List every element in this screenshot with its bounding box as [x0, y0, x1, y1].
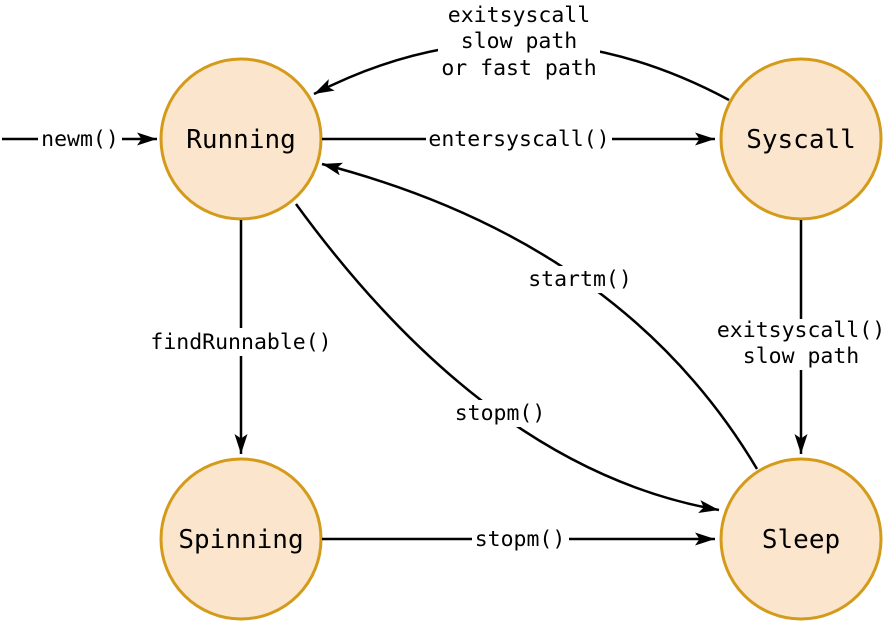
- edge-label-text: slow path: [743, 344, 860, 369]
- node-running-circle: [159, 57, 323, 221]
- edges-layer: [2, 41, 808, 546]
- edge-label-startm: startm(): [525, 266, 635, 293]
- node-spinning-circle: [159, 457, 323, 621]
- edge-label-text: or fast path: [441, 56, 596, 81]
- edge-label-text: startm(): [528, 267, 632, 292]
- edge-label-background: [452, 400, 549, 427]
- edge-label-background: [525, 266, 635, 293]
- edge-label-background: [426, 126, 612, 152]
- edge-label-text: findRunnable(): [150, 330, 331, 355]
- edge-label-text: exitsyscall(): [717, 318, 885, 343]
- edge-label-background: [714, 319, 888, 370]
- node-spinning-label: Spinning: [178, 525, 303, 555]
- node-running-label: Running: [186, 125, 296, 155]
- edge-label-background: [148, 328, 334, 356]
- edge-label-entersyscall: entersyscall(): [426, 126, 612, 152]
- edge-label-background: [38, 126, 122, 152]
- edge-label-findrunnable: findRunnable(): [148, 328, 334, 356]
- nodes-layer: Running Syscall Spinning Sleep: [159, 57, 883, 621]
- edge-labels-layer: newm() entersyscall() exitsyscall slow p…: [38, 1, 888, 552]
- node-sleep-circle: [719, 457, 883, 621]
- edge-label-text: newm(): [41, 127, 119, 152]
- edge-label-background: [438, 1, 600, 83]
- edge-label-newm: newm(): [38, 126, 122, 152]
- node-syscall-label: Syscall: [746, 125, 856, 155]
- edge-label-text: stopm(): [455, 401, 546, 426]
- node-sleep-label: Sleep: [762, 525, 840, 555]
- edge-label-stopm-spinning: stopm(): [472, 526, 569, 552]
- edge-label-exitsyscall-slow: exitsyscall() slow path: [714, 318, 888, 370]
- edge-label-text: slow path: [461, 29, 578, 54]
- edge-label-exitsyscall-fast: exitsyscall slow path or fast path: [438, 1, 600, 83]
- edge-label-text: exitsyscall: [448, 3, 590, 28]
- edge-stopm-running-arrow: [294, 203, 720, 513]
- edge-label-stopm-running: stopm(): [452, 400, 549, 427]
- edge-label-background: [472, 526, 569, 552]
- edge-label-text: entersyscall(): [428, 127, 609, 152]
- node-syscall-circle: [719, 57, 883, 221]
- edge-label-text: stopm(): [475, 527, 566, 552]
